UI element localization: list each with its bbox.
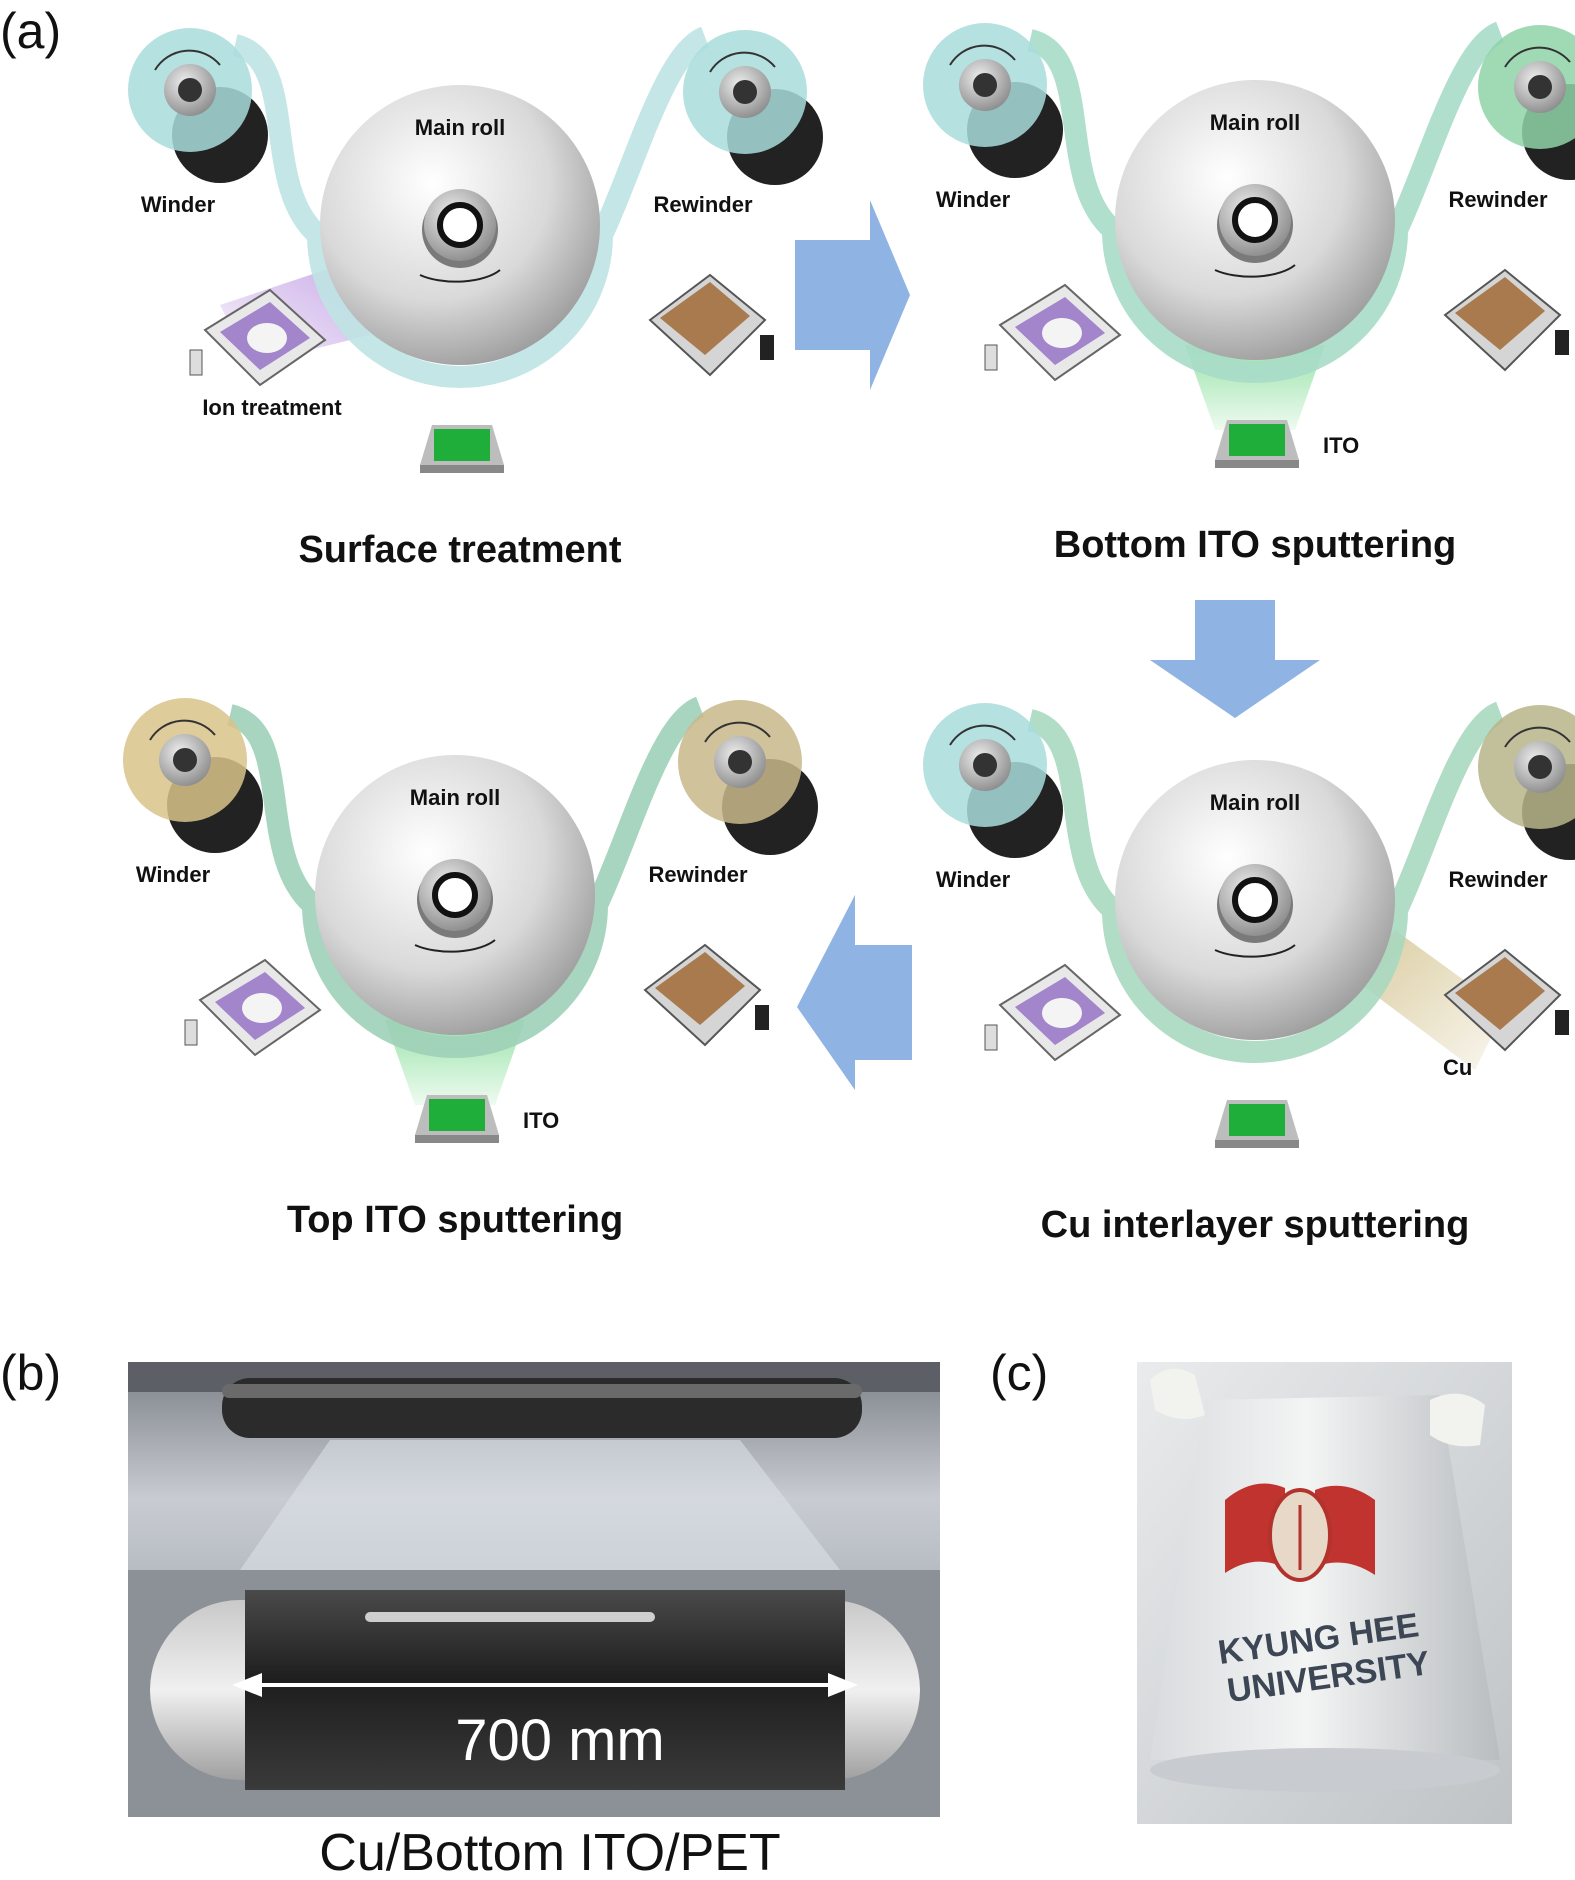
source-label: Ion treatment xyxy=(202,395,342,420)
university-crest xyxy=(1225,1483,1375,1582)
source-label: ITO xyxy=(523,1108,559,1133)
panel-label-b: (b) xyxy=(0,1345,61,1401)
cu-source xyxy=(1443,268,1569,372)
main-roll-label: Main roll xyxy=(1210,790,1300,815)
cu-source xyxy=(648,273,774,377)
rewinder-label: Rewinder xyxy=(653,192,752,217)
source-label: ITO xyxy=(1323,433,1359,458)
winder-label: Winder xyxy=(936,867,1011,892)
arrow-down xyxy=(1150,600,1320,718)
substrate-film xyxy=(1026,701,1506,1063)
ito-source xyxy=(415,1095,499,1143)
arrow-right xyxy=(795,200,910,390)
winder-roll xyxy=(123,698,263,853)
source-label: Cu xyxy=(1443,1055,1472,1080)
step-title: Surface treatment xyxy=(298,529,621,571)
ion-source xyxy=(184,958,322,1057)
rewinder-roll xyxy=(683,30,823,185)
rewinder-label: Rewinder xyxy=(1448,867,1547,892)
rotation-arrow xyxy=(1214,264,1296,278)
rewinder-label: Rewinder xyxy=(648,862,747,887)
rotation-arrow xyxy=(419,269,501,283)
panel-label-a: (a) xyxy=(0,3,61,59)
winder-label: Winder xyxy=(141,192,216,217)
ion-source xyxy=(189,288,327,387)
photo-b-roll: 700 mm xyxy=(128,1362,940,1817)
rotation-arrow xyxy=(1214,944,1296,958)
substrate-film xyxy=(226,696,706,1058)
winder-roll xyxy=(128,28,268,183)
step-title: Bottom ITO sputtering xyxy=(1054,524,1457,566)
winder-roll xyxy=(923,23,1063,178)
rewinder-label: Rewinder xyxy=(1448,187,1547,212)
cu-source xyxy=(1443,948,1569,1052)
main-roll-label: Main roll xyxy=(1210,110,1300,135)
ito-source xyxy=(1215,420,1299,468)
arrow-left xyxy=(797,895,912,1090)
winder-label: Winder xyxy=(936,187,1011,212)
ito-source xyxy=(420,425,504,473)
photo-c-flexible-film: KYUNG HEE UNIVERSITY xyxy=(1137,1362,1512,1824)
rewinder-roll xyxy=(1478,705,1575,860)
ion-source xyxy=(984,283,1122,382)
panel-label-c: (c) xyxy=(990,1345,1048,1401)
ito-source xyxy=(1215,1100,1299,1148)
step-title: Cu interlayer sputtering xyxy=(1041,1204,1470,1246)
winder-roll xyxy=(923,703,1063,858)
dimension-label: 700 mm xyxy=(455,1708,665,1773)
step-title: Top ITO sputtering xyxy=(287,1199,623,1241)
cu-source xyxy=(643,943,769,1047)
winder-label: Winder xyxy=(136,862,211,887)
rotation-arrow xyxy=(414,939,496,953)
substrate-film xyxy=(1026,21,1506,383)
rewinder-roll xyxy=(1478,25,1575,180)
rewinder-roll xyxy=(678,700,818,855)
ion-source xyxy=(984,963,1122,1062)
photo-b-caption: Cu/Bottom ITO/PET xyxy=(319,1824,780,1880)
substrate-film xyxy=(231,26,711,388)
main-roll-label: Main roll xyxy=(410,785,500,810)
main-roll-label: Main roll xyxy=(415,115,505,140)
